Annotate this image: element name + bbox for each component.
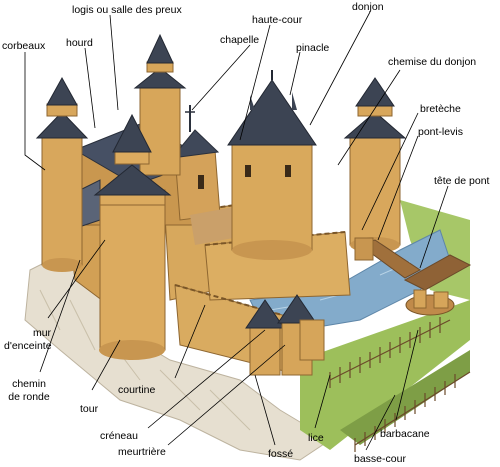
gate-towers — [245, 294, 325, 376]
donjon-tower — [227, 70, 317, 260]
leader-barbacane — [395, 329, 419, 421]
label-mur: mur — [32, 327, 52, 339]
leader-haute-cour — [239, 24, 271, 141]
leader-tour — [91, 339, 121, 391]
label-creneau: créneau — [100, 430, 138, 442]
label-chemin: chemin — [12, 378, 46, 390]
leader-courtine — [174, 304, 206, 379]
label-de-ronde: de ronde — [8, 391, 50, 403]
label-logis: logis ou salle des preux — [72, 4, 182, 16]
leader-meurtriere — [167, 344, 286, 446]
leader-chapelle — [191, 44, 251, 111]
leader-hourd — [84, 47, 96, 129]
leader-chemise — [337, 69, 401, 166]
label-breteche: bretèche — [420, 103, 461, 115]
label-haute-cour: haute-cour — [252, 14, 303, 26]
leader-pinacle — [289, 51, 301, 96]
label-fosse: fossé — [268, 448, 294, 460]
label-courtine: courtine — [118, 384, 156, 396]
leader-mur — [47, 239, 106, 319]
label-pinacle: pinacle — [296, 42, 330, 54]
leader-fosse — [254, 374, 276, 446]
tower-left — [35, 76, 89, 272]
leader-chemin — [39, 259, 81, 373]
leader-donjon — [309, 11, 371, 126]
label-hourd: hourd — [66, 37, 93, 49]
label-chapelle: chapelle — [220, 34, 260, 46]
label-d-enceinte: d'enceinte — [4, 340, 52, 352]
leader-basse-cour — [365, 394, 396, 451]
label-basse-cour: basse-cour — [354, 453, 406, 465]
label-pont-levis: pont-levis — [418, 126, 463, 138]
pont-levis-bridge — [354, 237, 472, 291]
label-meurtriere: meurtrière — [118, 446, 166, 458]
leader-breteche — [361, 112, 419, 231]
barbacane-structure — [405, 289, 455, 316]
tower-front — [93, 113, 172, 360]
tower-right — [343, 77, 407, 253]
label-barbacane: barbacane — [380, 428, 430, 440]
leader-logis — [109, 14, 119, 111]
leader-pont-levis — [377, 135, 419, 241]
leader-lines — [24, 11, 449, 451]
label-tete-de-pont: tête de pont — [434, 175, 490, 187]
leader-lice — [314, 374, 331, 429]
leader-creneau — [147, 329, 266, 429]
label-donjon: donjon — [352, 1, 384, 13]
label-lice: lice — [308, 432, 324, 444]
leader-corbeaux — [24, 52, 46, 171]
label-chemise-du-donjon: chemise du donjon — [388, 56, 477, 68]
label-tour: tour — [80, 403, 99, 415]
leader-tete-de-pont — [419, 185, 449, 269]
label-corbeaux: corbeaux — [2, 40, 46, 52]
